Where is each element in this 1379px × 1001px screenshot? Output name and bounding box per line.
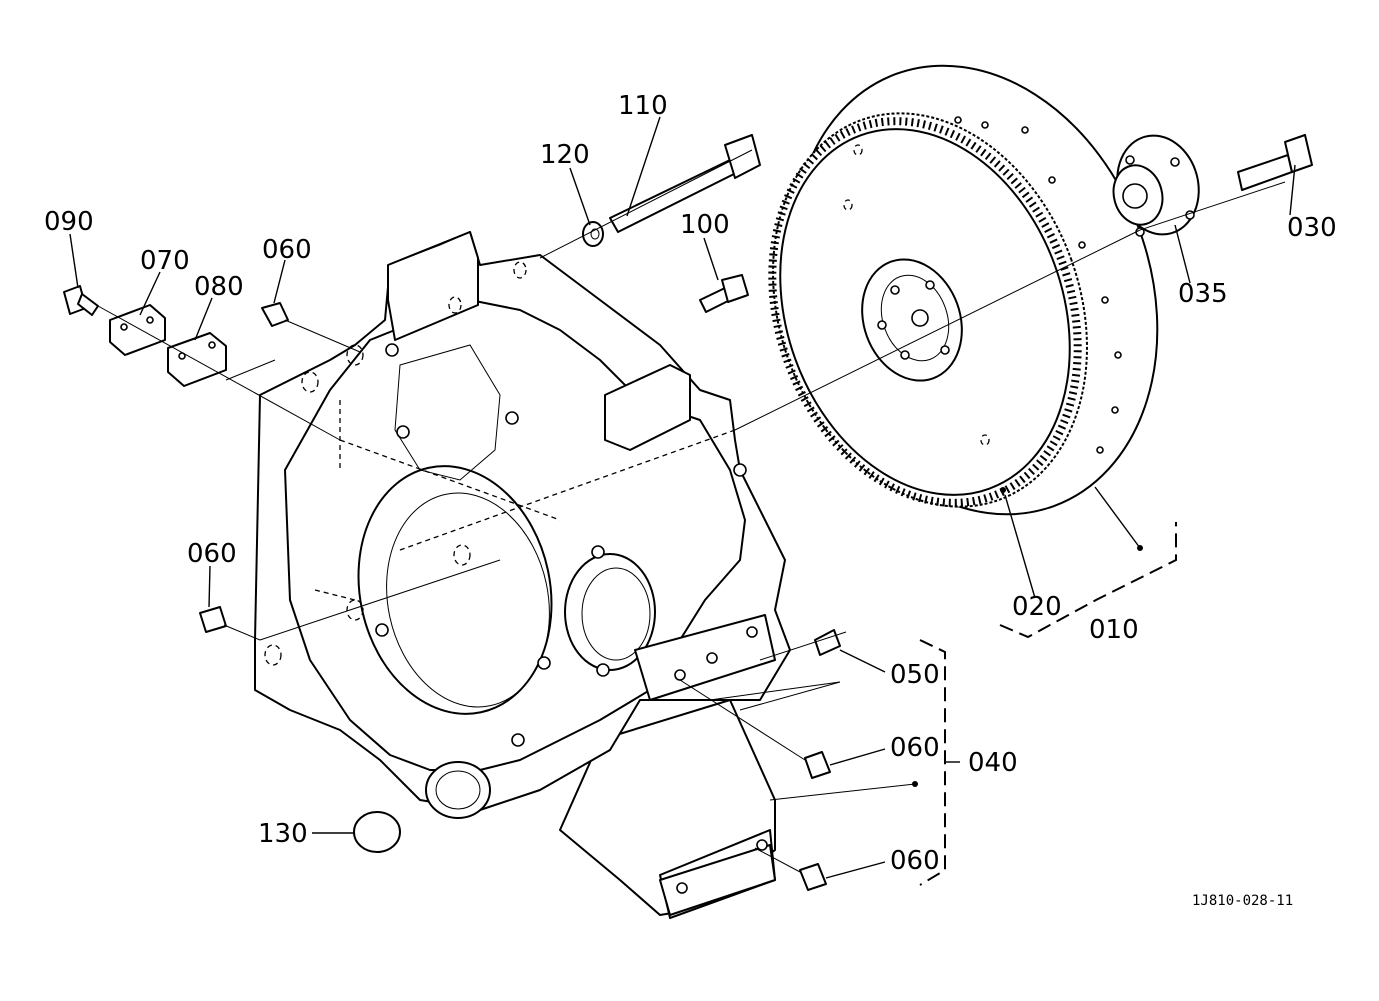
leader-lines [69,116,1296,886]
plate-070 [109,304,166,356]
callout-060-left: 060 [187,539,237,569]
callout-120: 120 [540,140,590,170]
bolt-100 [699,274,749,313]
callout-050: 050 [890,660,940,690]
flywheel [768,64,1159,516]
callout-035: 035 [1178,279,1228,309]
callout-030: 030 [1287,213,1337,243]
callout-020: 020 [1012,592,1062,622]
drawing-number: 1J810-028-11 [1192,893,1293,909]
bolt-110 [609,134,761,233]
pin-060-low [799,863,827,891]
pin-060-left [199,606,227,633]
bolt-090 [63,285,99,316]
callout-110: 110 [618,91,668,121]
flywheel-housing [254,231,791,919]
callout-070: 070 [140,246,190,276]
callout-080: 080 [194,272,244,302]
callout-100: 100 [680,210,730,240]
callout-labels: 010 020 030 035 040 050 060 060 060 060 … [44,91,1337,876]
callout-060-top: 060 [262,235,312,265]
callout-040: 040 [968,748,1018,778]
pin-060-top [261,302,289,327]
plug-130 [353,811,401,853]
pin-060-mid [804,751,831,779]
dowel-050 [814,629,841,656]
callout-130: 130 [258,819,308,849]
callout-090: 090 [44,207,94,237]
gasket-080 [167,332,227,387]
callout-010: 010 [1089,615,1139,645]
callout-060-low: 060 [890,846,940,876]
callout-060-mid: 060 [890,733,940,763]
washer-120 [582,221,604,247]
bolt-030 [1237,134,1313,191]
coupling-035 [1112,134,1200,237]
